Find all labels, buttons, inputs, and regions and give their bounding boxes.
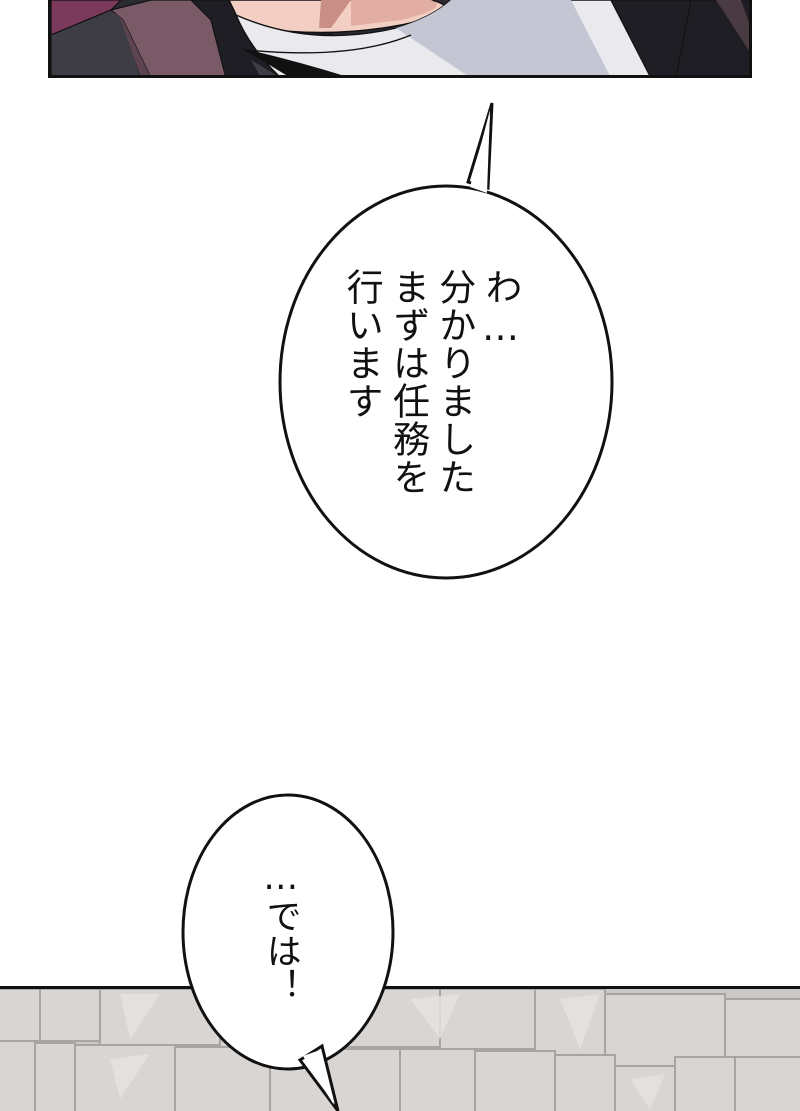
top-panel-art [51,0,749,75]
speech-bubble-2-text: …では！ [258,858,302,1003]
bubble-1-line: 行います [340,268,384,420]
speech-bubble-1-text: わ…分かりましたまずは任務を行います [338,268,523,496]
top-panel [48,0,752,78]
bottom-panel-stone-wall [0,986,800,1111]
bubble-1-line: わ… [479,268,522,350]
stone-wall-art [0,989,800,1111]
bubble-1-line: まずは任務を [386,268,430,496]
bubble-2-line: …では！ [260,858,301,1003]
bubble-1-line: 分かりました [432,268,476,496]
